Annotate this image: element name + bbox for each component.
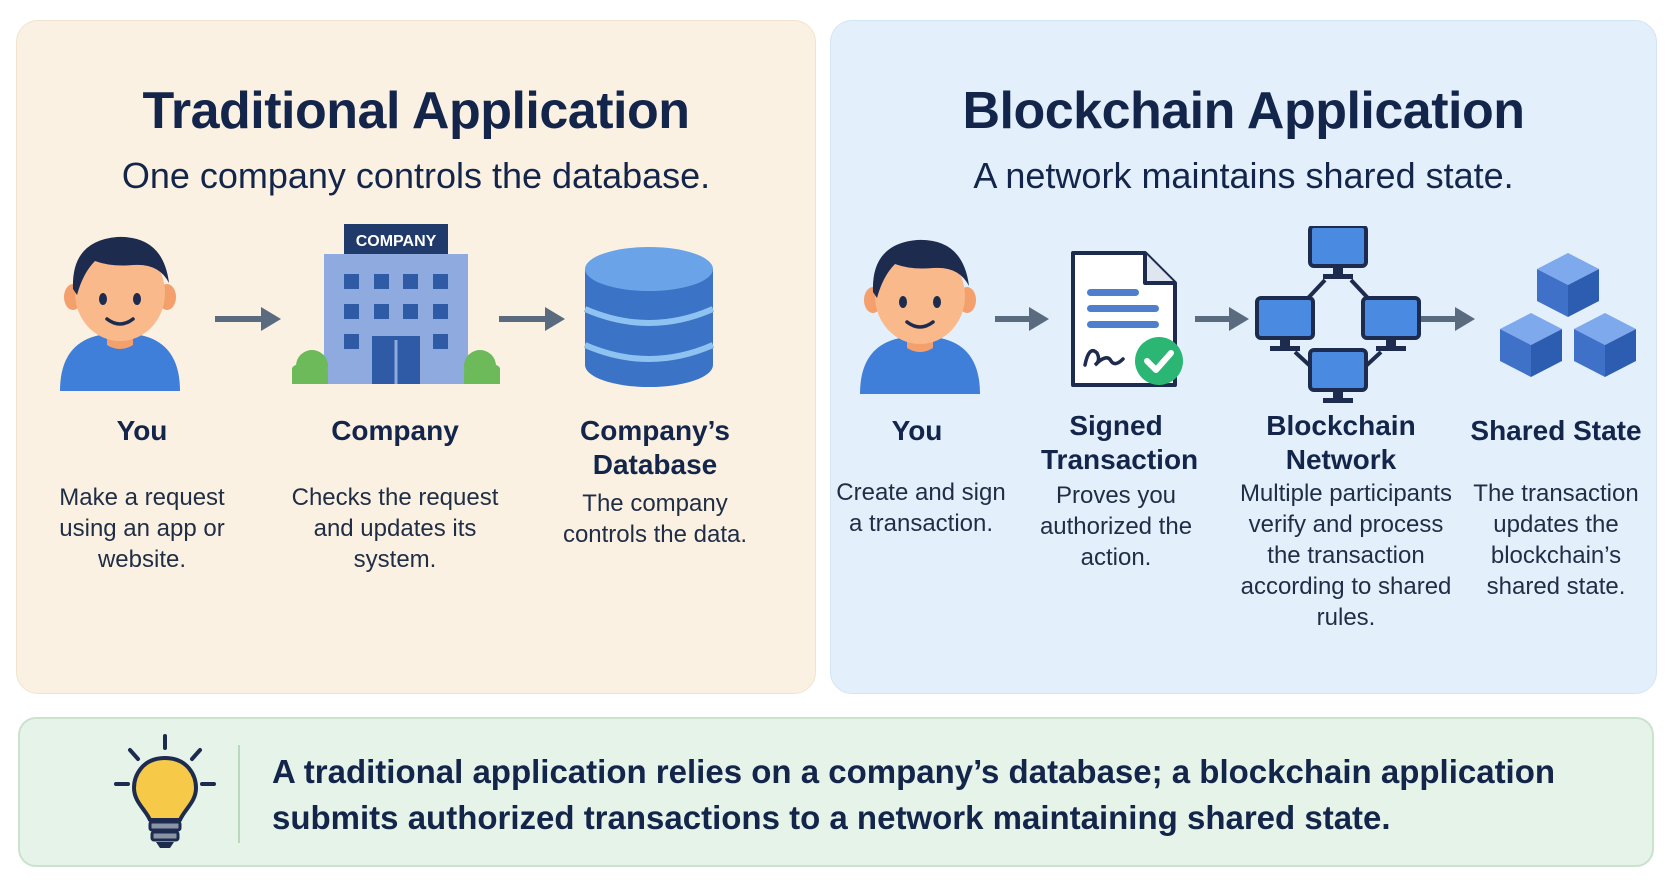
signed-document-icon	[1071, 251, 1183, 387]
blockchain-title: Blockchain Application	[962, 82, 1525, 140]
step-label-you: You	[116, 415, 168, 446]
svg-text:COMPANY: COMPANY	[356, 233, 437, 250]
user-icon	[60, 236, 180, 391]
step-desc-you: Make a request using an app or website.	[59, 484, 225, 573]
arrow-right-icon	[1195, 307, 1249, 331]
blockchain-panel: Blockchain Application A network maintai…	[830, 20, 1657, 694]
step-label-blockchain-network: Blockchain Network	[1266, 410, 1416, 475]
summary-divider	[238, 745, 240, 843]
traditional-title: Traditional Application	[142, 82, 690, 140]
summary-box: A traditional application relies on a co…	[18, 717, 1654, 867]
lightbulb-icon	[114, 734, 216, 848]
arrow-right-icon	[499, 307, 565, 331]
blockchain-network-icon	[1255, 226, 1421, 403]
shared-state-cubes-icon	[1500, 253, 1636, 377]
step-label-database: Company’s Database	[580, 415, 730, 480]
step-desc-signed-transaction: Proves you authorized the action.	[1039, 482, 1193, 571]
step-desc-you: Create and sign a transaction.	[836, 479, 1006, 537]
step-label-you: You	[891, 415, 943, 446]
traditional-subtitle: One company controls the database.	[121, 155, 711, 196]
step-desc-database: The company controls the data.	[562, 490, 748, 548]
arrow-right-icon	[1421, 307, 1475, 331]
step-desc-blockchain-network: Multiple participants verify and process…	[1239, 480, 1453, 631]
arrow-right-icon	[995, 307, 1049, 331]
company-building-icon: COMPANY	[292, 224, 500, 384]
traditional-panel: Traditional Application One company cont…	[16, 20, 816, 694]
step-desc-shared-state: The transaction updates the blockchain’s…	[1473, 480, 1639, 600]
user-icon	[860, 239, 980, 394]
database-icon	[583, 247, 715, 387]
step-desc-company: Checks the request and updates its syste…	[291, 484, 499, 573]
step-label-signed-transaction: Signed Transaction	[1041, 410, 1199, 475]
summary-text: A traditional application relies on a co…	[272, 753, 1556, 836]
step-label-shared-state: Shared State	[1470, 415, 1642, 446]
step-label-company: Company	[331, 415, 459, 446]
blockchain-subtitle: A network maintains shared state.	[973, 155, 1514, 196]
arrow-right-icon	[215, 307, 281, 331]
